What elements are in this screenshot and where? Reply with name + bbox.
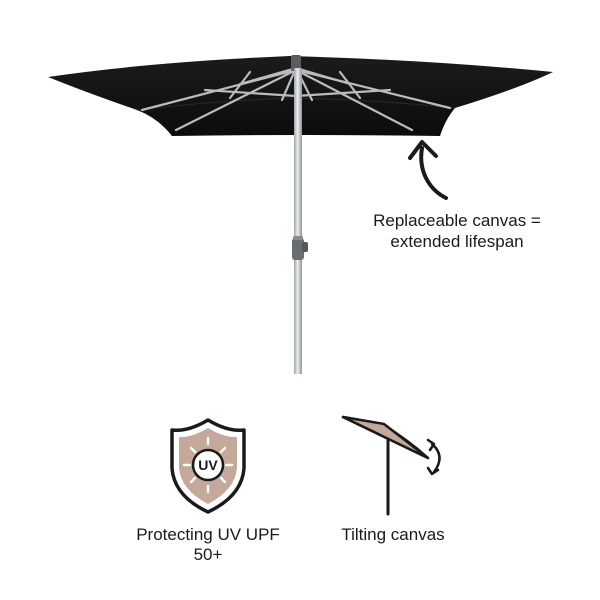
- callout-line-1: Replaceable canvas =: [373, 211, 541, 230]
- uv-label-line-1: Protecting UV UPF: [136, 525, 280, 544]
- uv-label-line-2: 50+: [193, 545, 223, 564]
- replaceable-canvas-callout: Replaceable canvas = extended lifespan: [352, 210, 562, 252]
- uv-badge-text: UV: [198, 457, 218, 473]
- callout-line-2: extended lifespan: [390, 232, 524, 251]
- umbrella-pole: [294, 68, 302, 374]
- uv-shield-icon: UV: [170, 418, 246, 514]
- crank-handle: [292, 236, 308, 260]
- tilting-canvas-label: Tilting canvas: [341, 525, 445, 544]
- umbrella-hub: [291, 55, 301, 71]
- uv-protection-label: Protecting UV UPF 50+: [118, 525, 298, 565]
- callout-arrow-icon: [408, 140, 448, 200]
- tilting-canvas-icon: [341, 415, 441, 516]
